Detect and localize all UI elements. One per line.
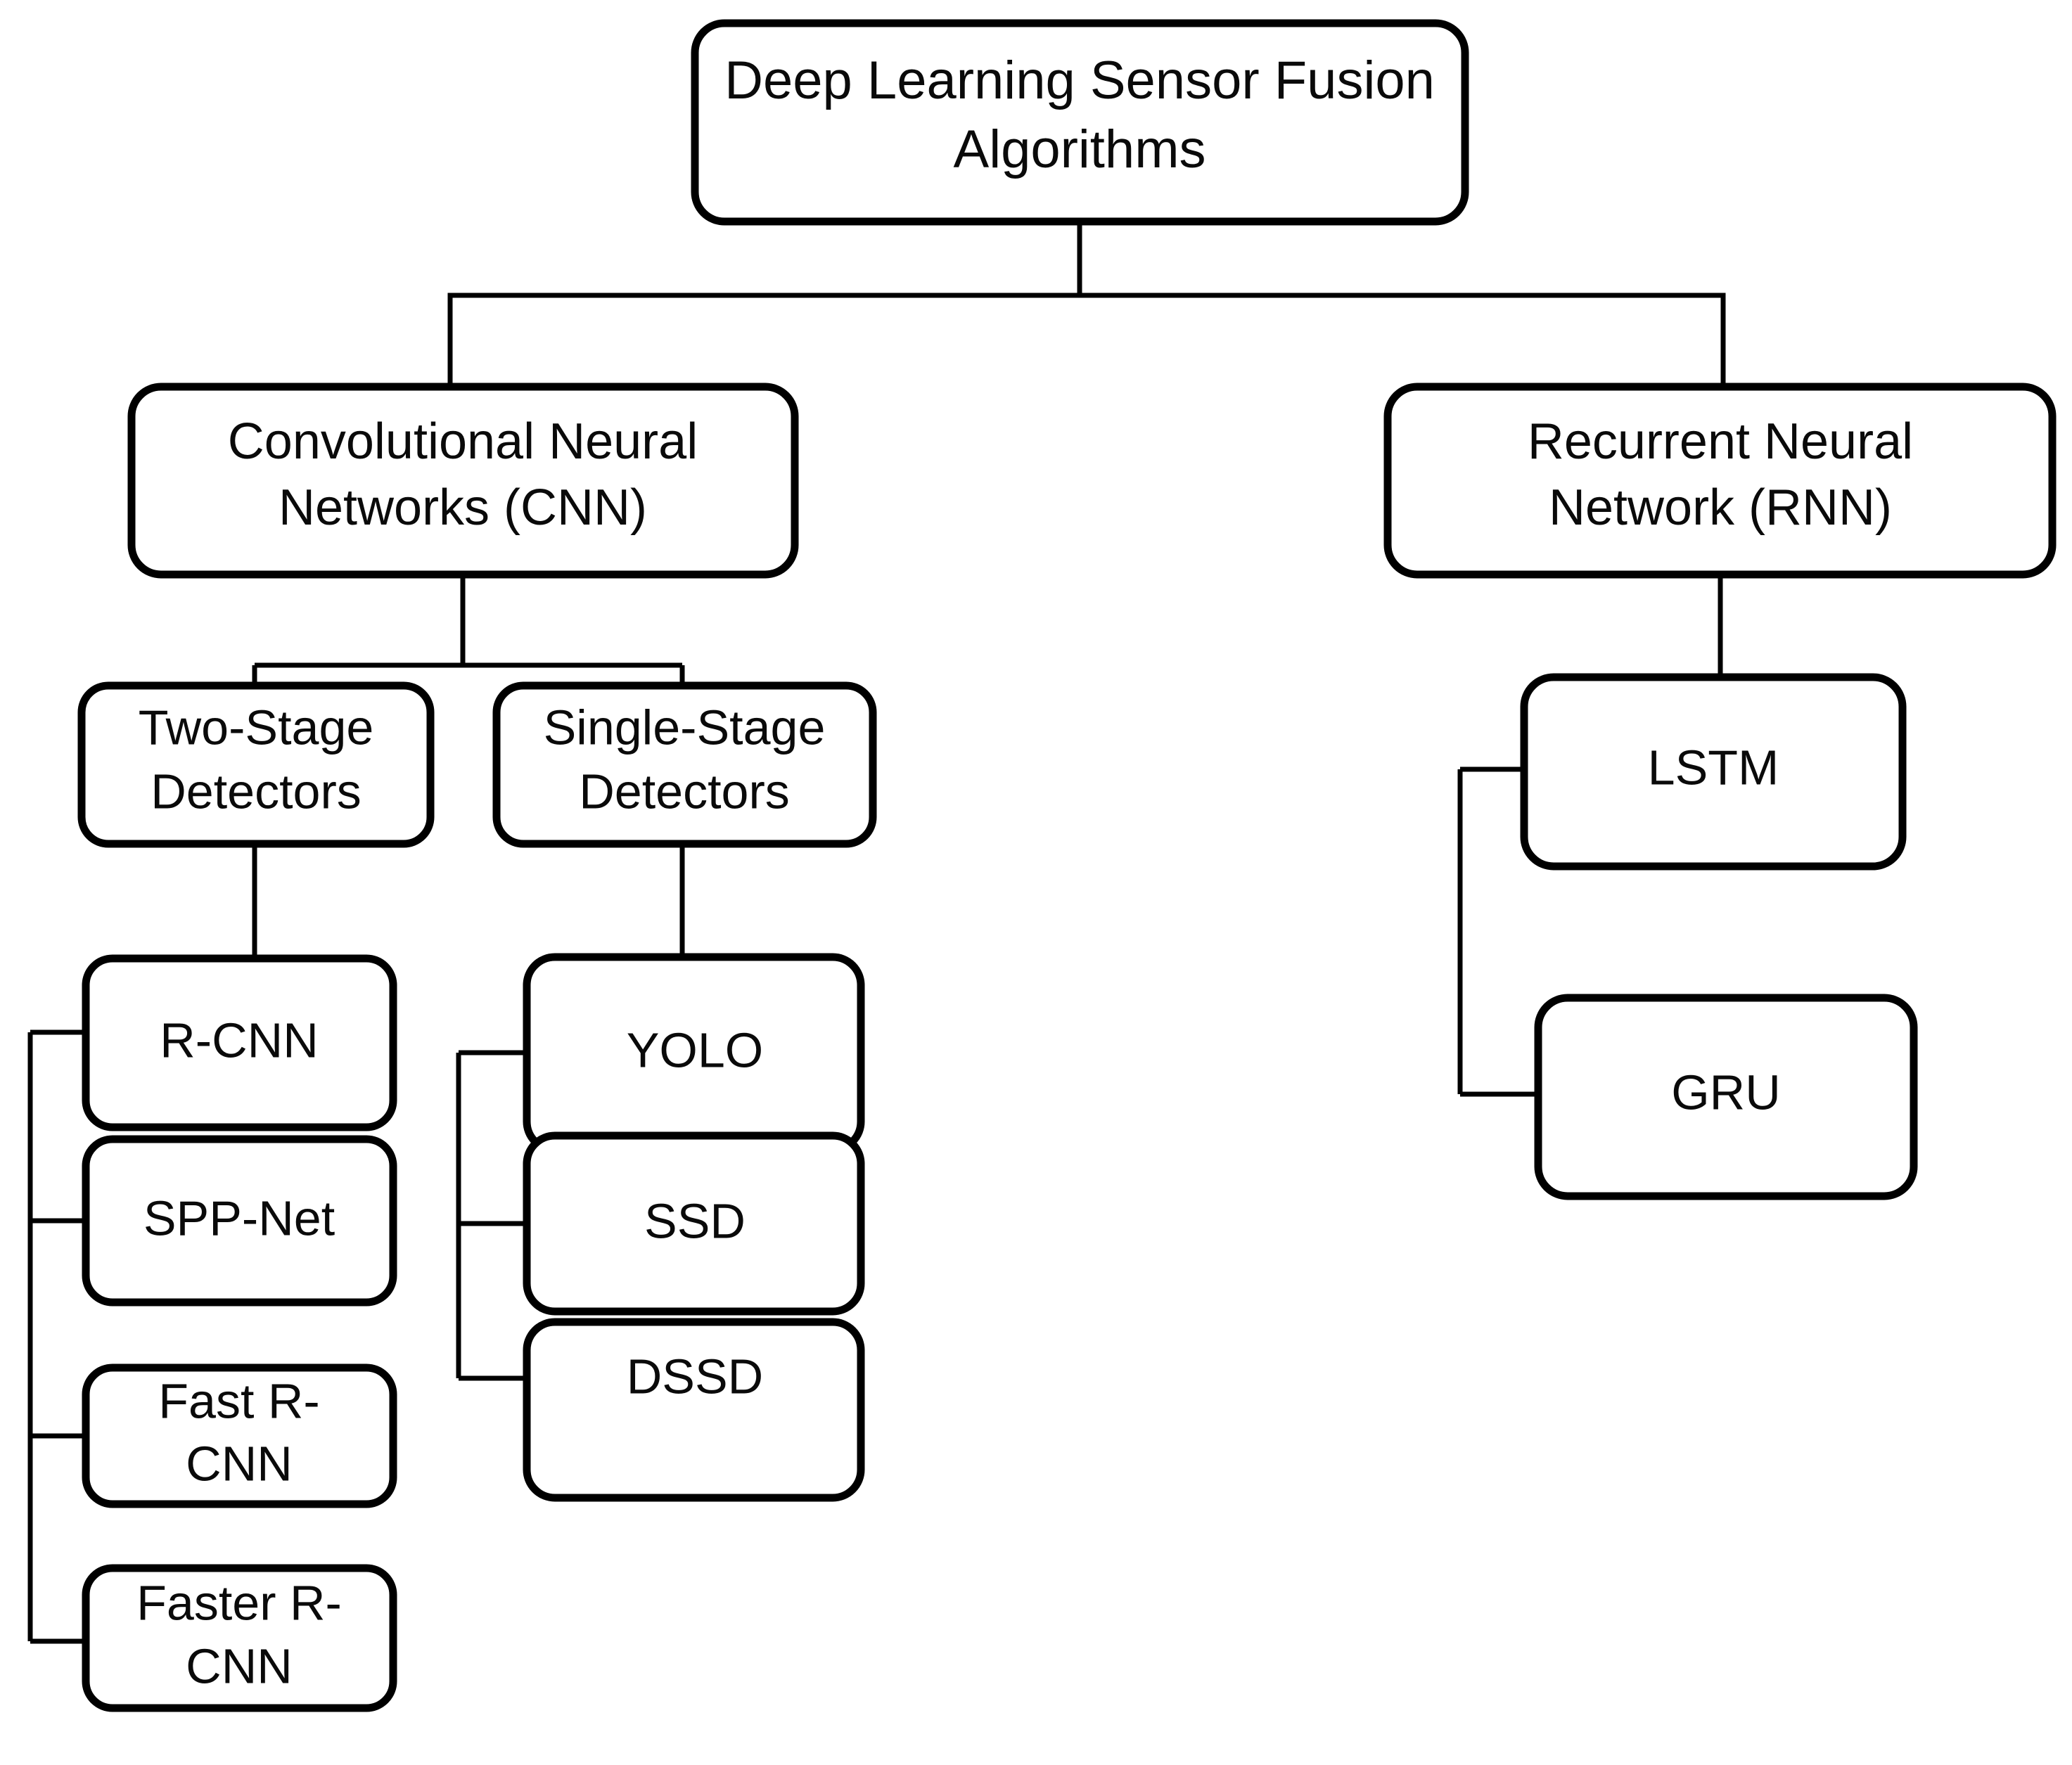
node-r-cnn-box[interactable] [82, 954, 397, 1131]
node-gru-box[interactable] [1534, 994, 1918, 1200]
node-faster-r-cnn-label-line2: CNN [186, 1638, 293, 1693]
node-dssd-label: DSSD [627, 1349, 763, 1404]
node-fast-r-cnn-label-line1: Fast R- [158, 1373, 319, 1428]
node-cnn-label-line1: Convolutional Neural [228, 413, 698, 470]
node-gru[interactable]: GRU [1534, 994, 1918, 1200]
node-faster-r-cnn-box[interactable] [82, 1564, 397, 1712]
node-r-cnn-label: R-CNN [160, 1013, 319, 1067]
node-faster-r-cnn[interactable]: Faster R- CNN [82, 1564, 397, 1712]
node-cnn-label-line2: Networks (CNN) [279, 480, 647, 536]
node-root[interactable]: Deep Learning Sensor Fusion Algorithms [691, 19, 1469, 226]
edge-root-to-rnn [1080, 293, 1726, 387]
node-fast-r-cnn[interactable]: Fast R- CNN [82, 1363, 397, 1508]
node-two-stage-detectors[interactable]: Two-Stage Detectors [77, 681, 435, 848]
node-cnn[interactable]: Convolutional Neural Networks (CNN) [127, 383, 799, 579]
node-yolo-label: YOLO [627, 1022, 764, 1077]
node-root-label-line2: Algorithms [954, 120, 1206, 179]
node-yolo[interactable]: YOLO [523, 953, 865, 1154]
node-single-stage-label-line2: Detectors [579, 764, 790, 819]
node-rnn-label-line2: Network (RNN) [1549, 480, 1892, 536]
node-fast-r-cnn-box[interactable] [82, 1363, 397, 1508]
edge-group [27, 222, 1726, 1644]
node-fast-r-cnn-label-line2: CNN [186, 1436, 293, 1491]
edge-root-to-cnn [447, 222, 1082, 387]
node-single-stage-label-line1: Single-Stage [544, 700, 826, 755]
node-cnn-box[interactable] [127, 383, 799, 579]
node-dssd[interactable]: DSSD [523, 1318, 865, 1502]
node-spp-net-box[interactable] [82, 1135, 397, 1307]
node-ssd[interactable]: SSD [523, 1131, 865, 1316]
node-lstm[interactable]: LSTM [1520, 673, 1907, 871]
node-single-stage-detectors[interactable]: Single-Stage Detectors [492, 681, 877, 848]
node-lstm-label: LSTM [1648, 740, 1779, 795]
node-root-box[interactable] [691, 19, 1469, 226]
node-single-stage-box[interactable] [492, 681, 877, 848]
node-lstm-box[interactable] [1520, 673, 1907, 871]
node-rnn[interactable]: Recurrent Neural Network (RNN) [1383, 383, 2057, 579]
node-two-stage-label-line1: Two-Stage [139, 700, 374, 755]
node-rnn-box[interactable] [1383, 383, 2057, 579]
node-r-cnn[interactable]: R-CNN [82, 954, 397, 1131]
node-root-label-line1: Deep Learning Sensor Fusion [724, 51, 1435, 110]
node-ssd-label: SSD [644, 1193, 746, 1248]
node-dssd-box[interactable] [523, 1318, 865, 1502]
node-spp-net-label: SPP-Net [143, 1190, 335, 1245]
node-two-stage-box[interactable] [77, 681, 435, 848]
node-rnn-label-line1: Recurrent Neural [1528, 413, 1913, 470]
node-gru-label: GRU [1671, 1065, 1781, 1119]
node-faster-r-cnn-label-line1: Faster R- [136, 1575, 342, 1630]
node-two-stage-label-line2: Detectors [151, 764, 362, 819]
node-ssd-box[interactable] [523, 1131, 865, 1316]
node-spp-net[interactable]: SPP-Net [82, 1135, 397, 1307]
